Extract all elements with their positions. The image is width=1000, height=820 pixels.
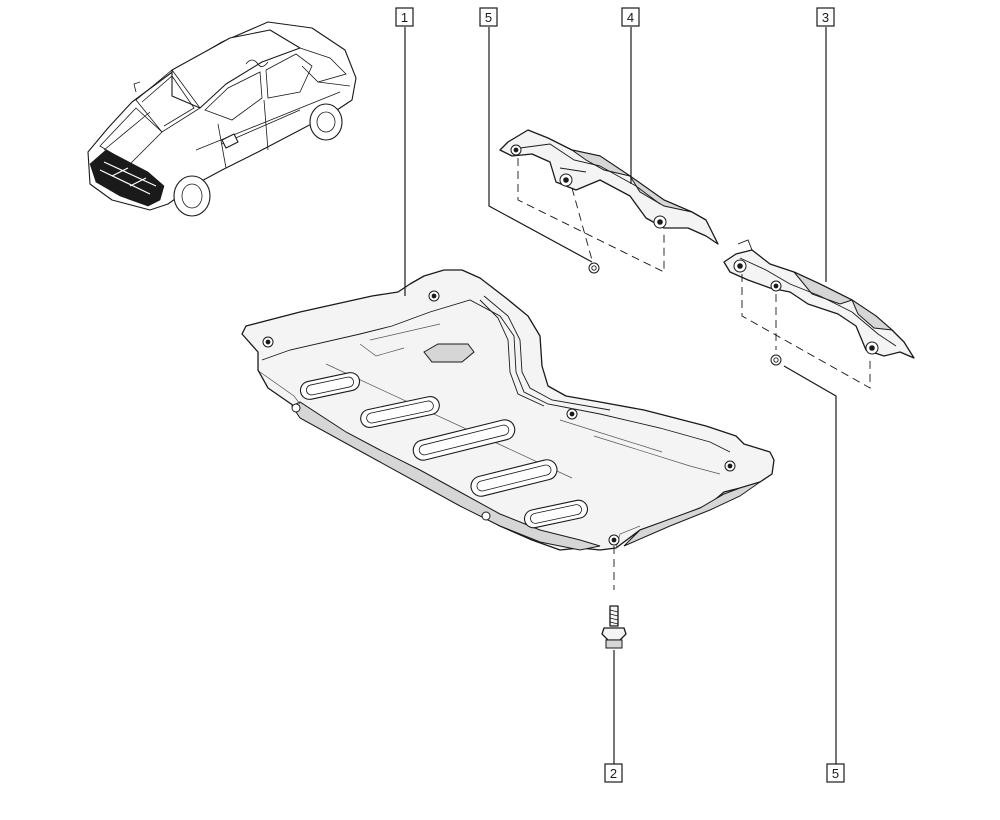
callout-3-label: 3 [822, 10, 829, 25]
callout-1: 1 [395, 7, 414, 27]
heat-shield-part-3 [723, 239, 915, 389]
vehicle-location-illustration [87, 21, 357, 217]
bolt-part-2 [601, 546, 627, 649]
skid-plate-part-1 [241, 269, 775, 551]
callout-3: 3 [816, 7, 835, 27]
clip-nut-part-5-upper [588, 262, 600, 274]
callout-5-top: 5 [479, 7, 498, 27]
callout-1-label: 1 [401, 10, 408, 25]
callout-2-label: 2 [610, 766, 617, 781]
callout-5-bottom: 5 [826, 763, 845, 783]
callout-5-bottom-label: 5 [832, 766, 839, 781]
clip-nut-part-5-lower [770, 354, 782, 366]
stiffening-slots [299, 372, 589, 529]
leader-lines [404, 27, 837, 764]
mounting-holes [262, 290, 736, 546]
callout-4-label: 4 [627, 10, 634, 25]
callout-2: 2 [604, 763, 623, 783]
callout-4: 4 [621, 7, 640, 27]
heat-shield-part-4 [499, 129, 719, 273]
callout-5-top-label: 5 [485, 10, 492, 25]
